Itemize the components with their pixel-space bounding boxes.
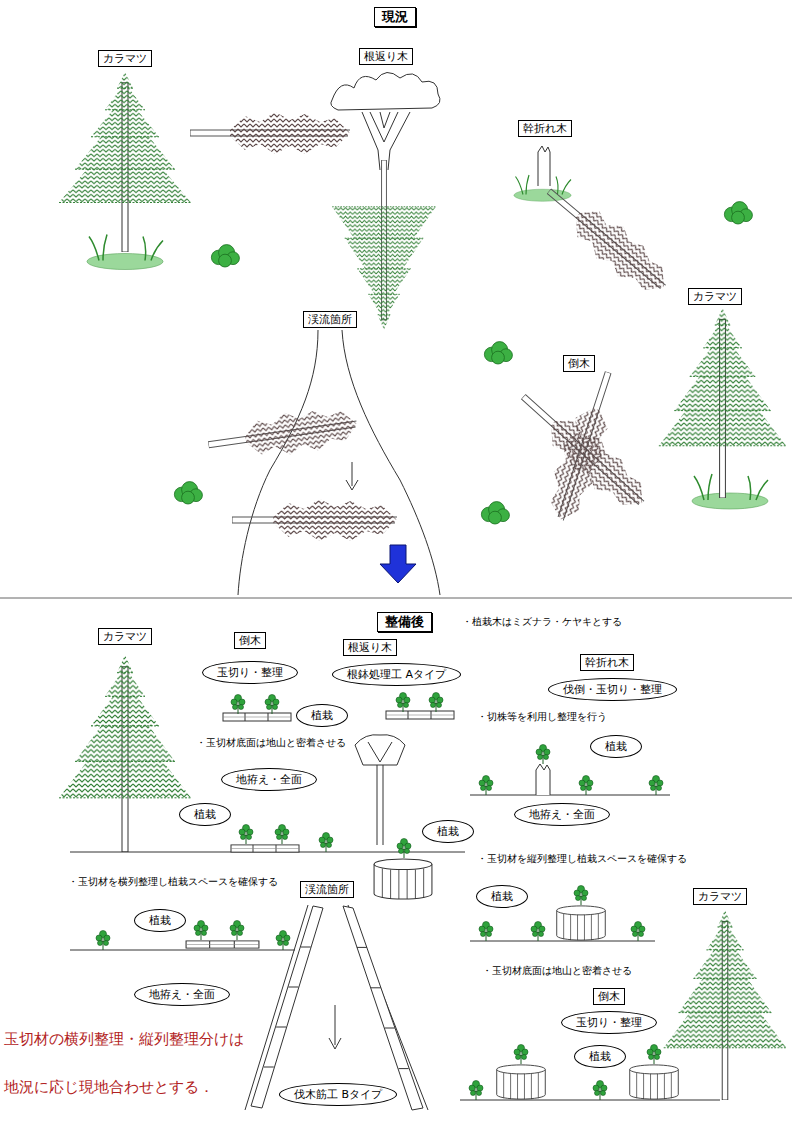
transition-arrow: [0, 545, 792, 598]
label-box: 幹折れ木: [580, 654, 634, 671]
section-title: 現況: [374, 7, 416, 27]
note-oval: 植栽: [296, 704, 348, 727]
node-text: 地拵え・全面: [149, 988, 215, 1001]
uprooted-tree: [331, 72, 440, 330]
node-text: 渓流箇所: [308, 313, 352, 326]
red-note: 玉切材の横列整理・縦列整理分けは: [4, 1030, 244, 1048]
note-text: ・玉切材底面は地山と密着させる: [482, 965, 632, 977]
larch-tree: [59, 655, 191, 852]
note-text: ・玉切材底面は地山と密着させる: [196, 737, 346, 749]
node-text: 幹折れ木: [523, 122, 567, 135]
node-text: 地拵え・全面: [236, 773, 302, 786]
label-box: 倒木: [234, 632, 266, 649]
note-oval: 植栽: [590, 735, 642, 758]
note-oval: 植栽: [179, 803, 231, 826]
node-text: 倒木: [239, 634, 261, 647]
node-text: カラマツ: [103, 52, 147, 65]
note-oval: 植栽: [422, 820, 474, 843]
node-text: 植栽: [589, 1050, 611, 1063]
label-box: 根返り木: [359, 48, 413, 65]
bushes: [174, 202, 752, 524]
note-text: ・玉切材を横列整理し植栽スペースを確保する: [68, 876, 278, 888]
node-text: 整備後: [385, 614, 424, 630]
label-box: カラマツ: [693, 888, 747, 905]
node-text: 植栽: [194, 808, 216, 821]
note-oval: 植栽: [134, 909, 186, 932]
node-text: カラマツ: [103, 630, 147, 643]
larch-tree: [664, 910, 787, 1100]
node-text: 根返り木: [364, 50, 408, 63]
node-text: 現況: [382, 9, 408, 25]
node-text: 植栽: [311, 709, 333, 722]
note-text: ・植栽木はミズナラ・ケヤキとする: [462, 616, 622, 628]
note-oval: 根鉢処理工 Aタイプ: [332, 663, 461, 686]
note-oval: 伐木筋工 Bタイプ: [279, 1083, 397, 1106]
note-oval: 玉切り・整理: [202, 661, 298, 684]
node-text: 玉切り・整理: [217, 666, 283, 679]
node-text: 根返り木: [348, 641, 392, 654]
fallen-trees-crossed: [509, 366, 656, 526]
node-text: 伐木筋工 Bタイプ: [294, 1088, 382, 1101]
note-oval: 地拵え・全面: [514, 803, 610, 826]
node-text: 幹折れ木: [585, 656, 629, 669]
node-text: 倒木: [598, 990, 620, 1003]
section-title: 整備後: [377, 612, 432, 632]
label-box: 根返り木: [343, 639, 397, 656]
note-oval: 玉切り・整理: [561, 1011, 657, 1034]
node-text: 倒木: [568, 357, 590, 370]
log-bundles: [469, 886, 678, 1101]
node-text: 地拵え・全面: [529, 808, 595, 821]
label-box: 幹折れ木: [518, 120, 572, 137]
larch-tree: [59, 72, 191, 270]
node-text: 根鉢処理工 Aタイプ: [347, 668, 446, 681]
label-box: カラマツ: [98, 628, 152, 645]
node-text: カラマツ: [698, 890, 742, 903]
larch-tree: [659, 308, 786, 509]
root-plate-treatment: [355, 735, 432, 899]
label-box: 倒木: [593, 988, 625, 1005]
note-oval: 植栽: [476, 885, 528, 908]
label-box: 渓流箇所: [300, 881, 354, 898]
note-oval: 地拵え・全面: [134, 983, 230, 1006]
stream-log-barrier: [245, 905, 428, 1110]
red-note: 地況に応じ現地合わせとする．: [4, 1078, 214, 1096]
note-oval: 伐倒・玉切り・整理: [548, 678, 677, 701]
node-text: カラマツ: [693, 290, 737, 303]
note-oval: 地拵え・全面: [221, 768, 317, 791]
log-rows: [96, 693, 454, 951]
node-text: 渓流箇所: [305, 883, 349, 896]
node-text: 植栽: [437, 825, 459, 838]
note-text: ・切株等を利用し整理を行う: [477, 711, 607, 723]
node-text: 植栽: [149, 914, 171, 927]
node-text: 玉切り・整理: [576, 1016, 642, 1029]
node-text: 植栽: [605, 740, 627, 753]
note-oval: 植栽: [574, 1045, 626, 1068]
label-box: カラマツ: [688, 288, 742, 305]
node-text: 伐倒・玉切り・整理: [563, 683, 662, 696]
node-text: 植栽: [491, 890, 513, 903]
label-box: カラマツ: [98, 50, 152, 67]
label-box: 渓流箇所: [303, 311, 357, 328]
stream: [206, 330, 440, 595]
note-text: ・玉切材を縦列整理し植栽スペースを確保する: [477, 853, 687, 865]
label-box: 倒木: [563, 355, 595, 372]
fallen-tree: [190, 112, 350, 154]
broken-tree: [514, 146, 677, 304]
